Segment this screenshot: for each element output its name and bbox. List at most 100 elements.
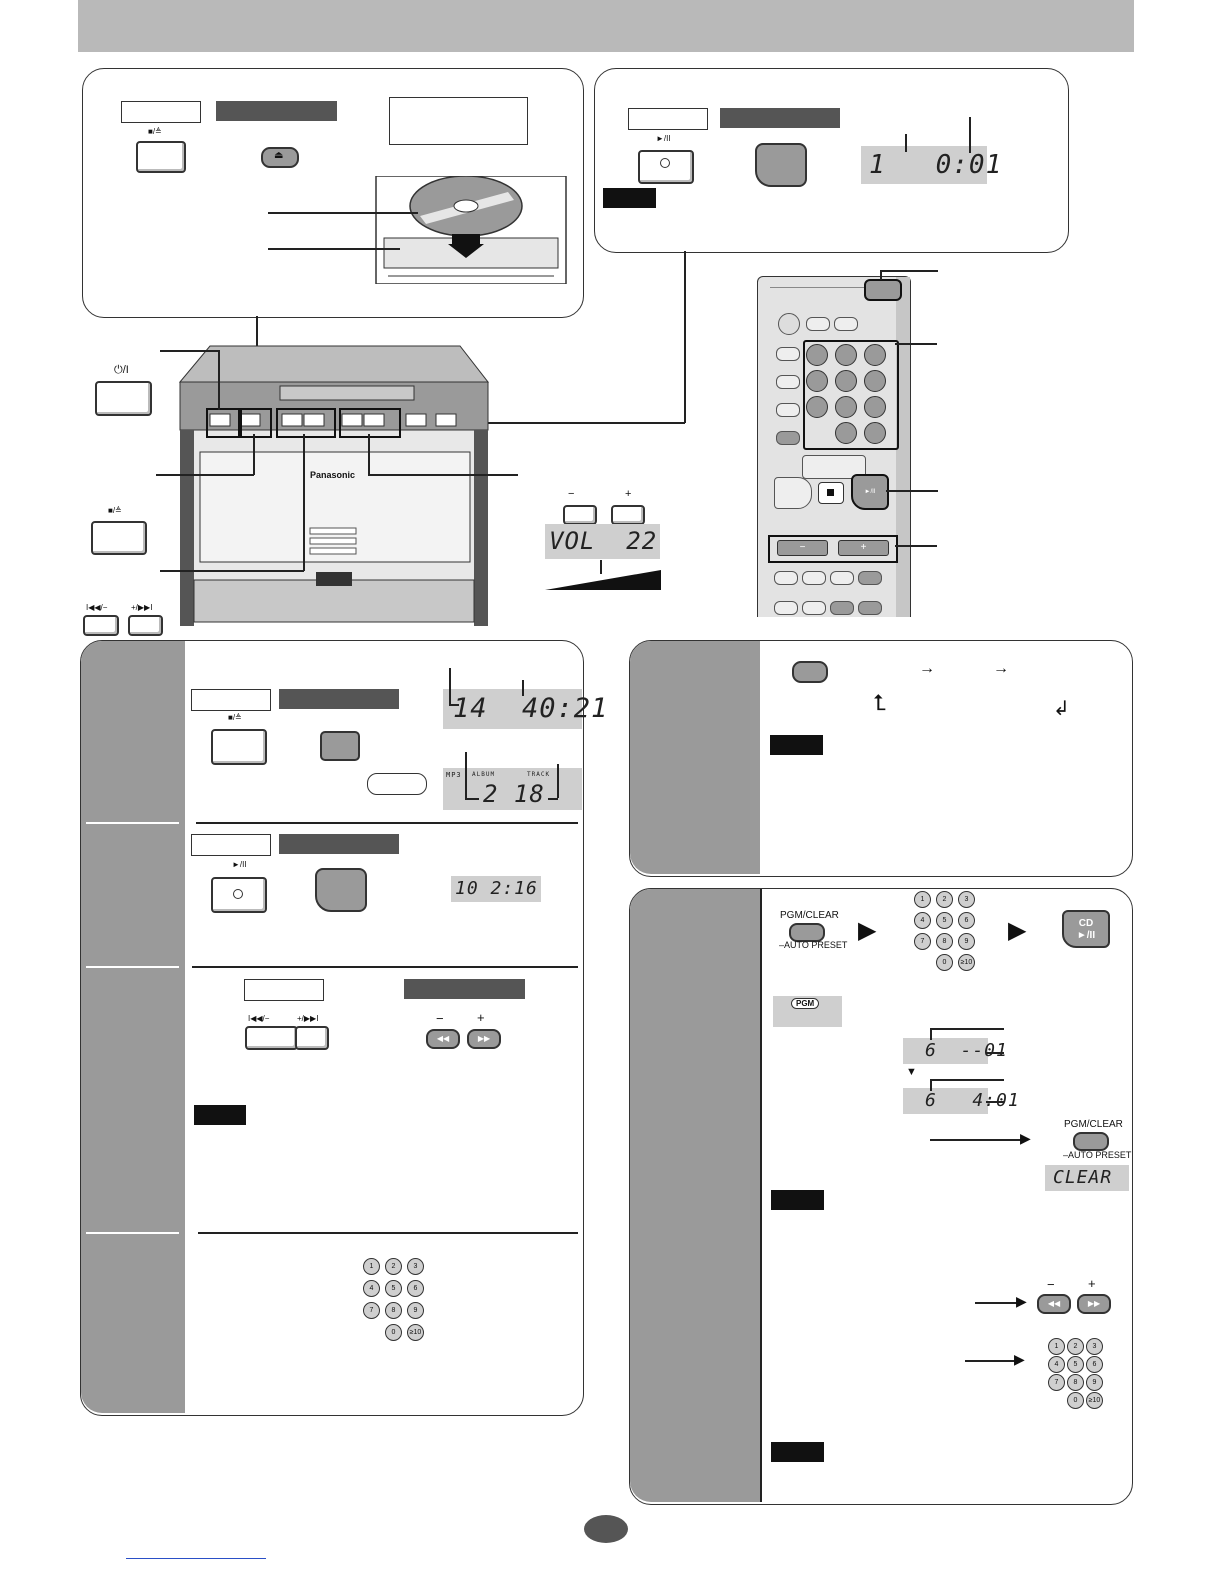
keypad-key[interactable]: 7 (363, 1302, 380, 1319)
remote-volume-down[interactable]: − (777, 540, 828, 556)
keypad-key[interactable]: 3 (407, 1258, 424, 1275)
open-close-button[interactable] (136, 141, 186, 173)
arrow-return-icon: ↲ (1053, 698, 1070, 720)
program-entry-display: 6 --01 (903, 1038, 1007, 1064)
cd-play-button[interactable] (755, 143, 807, 187)
remote-skip-back-button[interactable]: ◀◀ (1037, 1294, 1071, 1314)
pointer-line (522, 680, 524, 696)
keypad-key[interactable]: 8 (1067, 1374, 1084, 1391)
keypad-key[interactable]: ≥10 (407, 1324, 424, 1341)
remote-key[interactable] (806, 396, 828, 418)
pointer-line (600, 560, 602, 574)
keypad-key[interactable]: 7 (914, 933, 931, 950)
keypad-key[interactable]: 4 (914, 912, 931, 929)
keypad-key[interactable]: 3 (958, 891, 975, 908)
display-button[interactable] (367, 773, 427, 795)
main-unit-label (191, 689, 271, 711)
remote-stop-button[interactable] (818, 482, 844, 504)
keypad-key[interactable]: 9 (1086, 1374, 1103, 1391)
keypad-key[interactable]: 5 (385, 1280, 402, 1297)
remote-key[interactable] (835, 370, 857, 392)
pointer-line (465, 752, 467, 798)
keypad-key[interactable]: 0 (936, 954, 953, 971)
keypad-key[interactable]: 6 (1086, 1356, 1103, 1373)
cd-label: CD (1078, 918, 1094, 929)
auto-preset-label: –AUTO PRESET (1063, 1150, 1132, 1160)
keypad-key[interactable]: 8 (385, 1302, 402, 1319)
keypad-key[interactable]: 5 (936, 912, 953, 929)
pointer-line (880, 270, 938, 272)
keypad-key[interactable]: 0 (1067, 1392, 1084, 1409)
cd-play-button[interactable]: CD ►/II (1062, 910, 1110, 948)
pgm-clear-button[interactable] (789, 923, 825, 942)
keypad-key[interactable]: 5 (1067, 1356, 1084, 1373)
note-tag (771, 1442, 824, 1462)
remote-key[interactable] (806, 344, 828, 366)
remote-key[interactable] (835, 396, 857, 418)
album-track-value: 2 18 (483, 780, 545, 808)
remote-skip-fwd-button[interactable]: ▶▶ (467, 1029, 501, 1049)
skip-back-symbol: I◀◀/− (86, 603, 108, 612)
volume-down-button[interactable] (563, 505, 597, 525)
keypad-key[interactable]: 6 (407, 1280, 424, 1297)
keypad-key[interactable]: 8 (936, 933, 953, 950)
keypad-key[interactable]: 4 (363, 1280, 380, 1297)
keypad-key[interactable]: 1 (1048, 1338, 1065, 1355)
program-sidebar (630, 889, 760, 1502)
main-unit-label (628, 108, 708, 130)
remote-key[interactable] (835, 422, 857, 444)
power-symbol: ⏻/I (114, 364, 129, 376)
remote-label (216, 101, 337, 121)
sidebar-edge (760, 889, 762, 1502)
pgm-clear-button[interactable] (1073, 1132, 1109, 1151)
keypad-key[interactable]: 6 (958, 912, 975, 929)
remote-key[interactable] (864, 370, 886, 392)
skip-fwd-button[interactable] (295, 1026, 329, 1050)
pointer-line (465, 798, 479, 800)
play-pause-button[interactable] (211, 877, 267, 913)
volume-up-button[interactable] (611, 505, 645, 525)
remote-key[interactable] (864, 396, 886, 418)
keypad-key[interactable]: 0 (385, 1324, 402, 1341)
keypad-key[interactable]: 1 (363, 1258, 380, 1275)
mode-button[interactable] (792, 661, 828, 683)
remote-volume-up[interactable]: + (838, 540, 889, 556)
skip-back-button[interactable] (83, 615, 119, 636)
keypad-key[interactable]: 2 (936, 891, 953, 908)
keypad-key[interactable]: 9 (407, 1302, 424, 1319)
keypad-key[interactable]: 1 (914, 891, 931, 908)
pointer-line (218, 350, 220, 410)
mp3-indicator: MP3 (446, 771, 462, 779)
keypad-key[interactable]: 4 (1048, 1356, 1065, 1373)
pointer-line (156, 474, 254, 476)
program-time-display: 6 4:01 (903, 1088, 1019, 1114)
keypad-key[interactable]: 9 (958, 933, 975, 950)
remote-skip-fwd-button[interactable]: ▶▶ (1077, 1294, 1111, 1314)
remote-key[interactable] (806, 370, 828, 392)
remote-play-button[interactable]: ►/II (851, 474, 889, 510)
cd-play-button[interactable] (315, 868, 367, 912)
stop-eject-symbol: ■/≜ (148, 127, 162, 136)
remote-eject-button[interactable] (864, 279, 902, 301)
remote-stop-button[interactable] (320, 731, 360, 761)
remote-skip-back-button[interactable]: ◀◀ (426, 1029, 460, 1049)
track-time-display: 1 0:01 (861, 146, 1001, 184)
arrow-head-icon: ▶ (1014, 1351, 1025, 1367)
eject-button[interactable]: ⏏ (261, 147, 299, 168)
remote-key[interactable] (864, 344, 886, 366)
keypad-key[interactable]: 2 (1067, 1338, 1084, 1355)
remote-key[interactable] (835, 344, 857, 366)
keypad-key[interactable]: ≥10 (1086, 1392, 1103, 1409)
keypad-key[interactable]: 3 (1086, 1338, 1103, 1355)
power-button[interactable] (95, 381, 152, 416)
callout-box (339, 408, 401, 438)
play-pause-button[interactable] (638, 150, 694, 184)
remote-key[interactable] (864, 422, 886, 444)
skip-back-button[interactable] (245, 1026, 298, 1050)
stop-button-unit[interactable] (91, 521, 147, 555)
keypad-key[interactable]: 7 (1048, 1374, 1065, 1391)
stop-button[interactable] (211, 729, 267, 765)
skip-fwd-button[interactable] (128, 615, 163, 636)
keypad-key[interactable]: 2 (385, 1258, 402, 1275)
keypad-key[interactable]: ≥10 (958, 954, 975, 971)
